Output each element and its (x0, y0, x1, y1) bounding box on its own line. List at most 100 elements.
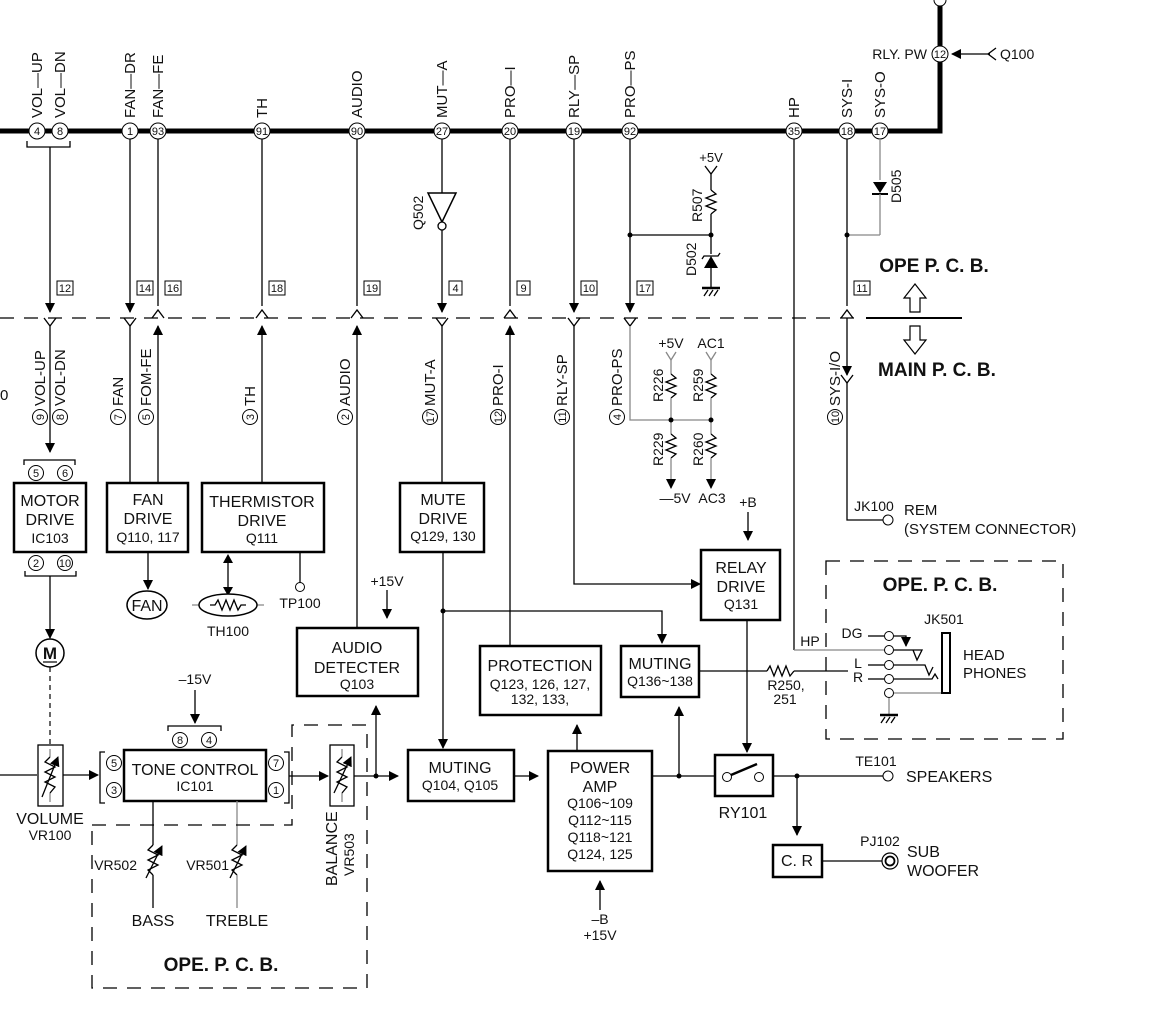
bus-signal-label: FAN—DR (122, 52, 139, 118)
vr503-label: VR503 (341, 833, 357, 876)
block-title: POWER (570, 760, 630, 777)
svg-text:4: 4 (612, 414, 624, 420)
muting-hp-block: MUTING Q136~138 R250, 251 (619, 644, 848, 775)
connector-number-box (268, 280, 286, 296)
bus-signal-label: SYS-O (872, 71, 889, 118)
r259-label: R259 (690, 368, 706, 402)
dg-label: DG (842, 625, 863, 641)
svg-text:VOL-UP: VOL-UP (32, 350, 49, 406)
connector-number: 12 (59, 283, 71, 295)
svg-text:RLY-SP: RLY-SP (554, 354, 571, 406)
block-ref: 132, 133, (511, 691, 569, 707)
svg-text:9: 9 (35, 414, 47, 420)
power-amp-block (546, 749, 654, 873)
svg-text:2: 2 (33, 558, 39, 570)
bus-pin (51, 122, 69, 140)
connector-number-box (448, 280, 463, 296)
bus-signal-label: PRO—PS (622, 50, 639, 118)
svg-text:12: 12 (493, 411, 505, 423)
te101-label: TE101 (855, 753, 896, 769)
upper-wires (26, 139, 881, 650)
ope-pcb-label: OPE. P. C. B. (164, 955, 279, 976)
volume-label: VOLUME (16, 811, 84, 828)
connector-number: 9 (520, 283, 526, 295)
motor-drive-block: 5 6 MOTOR DRIVE IC103 2 10 M (12, 459, 88, 745)
signal-bus (0, 0, 943, 134)
r507-d502-circuit: +5V R507 D502 (627, 150, 723, 297)
tone-control-block (122, 748, 268, 803)
connector-symbols (43, 308, 854, 385)
relay-power-input: 12 RLY. PW Q100 (872, 45, 1034, 63)
connector-number-box (853, 280, 871, 296)
block-ref: Q104, Q105 (422, 777, 498, 793)
svg-text:8: 8 (55, 414, 67, 420)
jk501-label: JK501 (924, 611, 964, 627)
bus-pin-number: 8 (57, 126, 63, 138)
bass-label: BASS (132, 913, 175, 930)
bus-signal-label: FAN—FE (150, 55, 167, 118)
rem-connector: JK100 REM (SYSTEM CONNECTOR) (854, 498, 1076, 538)
block-ref: Q136~138 (627, 673, 693, 689)
ope-pcb-label: OPE P. C. B. (879, 256, 988, 277)
svg-text:7: 7 (273, 758, 279, 770)
block-ref: Q123, 126, 127, (490, 676, 590, 692)
q100-label: Q100 (1000, 46, 1034, 62)
ry101-label: RY101 (719, 805, 768, 822)
bus-pin-number: 4 (34, 126, 40, 138)
connector-number-box (516, 280, 531, 296)
block-title: THERMISTOR (209, 494, 314, 511)
svg-text:6: 6 (62, 468, 68, 480)
r226-label: R226 (650, 368, 666, 402)
block-title: PROTECTION (488, 658, 593, 675)
block-ref: Q129, 130 (410, 528, 476, 544)
balance-label: BALANCE (324, 811, 341, 886)
subwoofer-jack (884, 855, 896, 867)
plus15v-label: +15V (370, 573, 404, 589)
block-title: MUTING (428, 760, 491, 777)
r507-label: R507 (689, 188, 705, 222)
connector-number: 4 (452, 283, 458, 295)
jk100-label: JK100 (854, 498, 894, 514)
svg-text:5: 5 (141, 414, 153, 420)
svg-text:FAN: FAN (110, 377, 127, 406)
ac3-label: AC3 (698, 490, 725, 506)
block-title: DRIVE (124, 511, 173, 528)
plus5v-label: +5V (658, 335, 684, 351)
svg-text:3: 3 (245, 414, 257, 420)
q502-label: Q502 (410, 196, 426, 230)
connector-number-box (363, 280, 381, 296)
pcb-direction: OPE P. C. B. MAIN P. C. B. (878, 256, 996, 381)
block-title: DRIVE (26, 512, 75, 529)
bus-signal-label: AUDIO (349, 70, 366, 118)
ope-pcb-headphones-area: OPE. P. C. B. HP DG L R JK501 HEAD PHONE… (794, 560, 1064, 740)
bus-pin-number: 18 (841, 126, 853, 138)
block-ref: Q110, 117 (116, 529, 180, 545)
bus-pin-number: 91 (256, 126, 268, 138)
fan-drive-block: FAN DRIVE Q110, 117 FAN (105, 481, 190, 620)
svg-text:SYS-I/O: SYS-I/O (827, 351, 844, 406)
d505-circuit: D505 (844, 169, 904, 238)
pro-ps-resistor-network: +5V AC1 R226 R259 R229 R260 —5V AC3 (650, 335, 726, 506)
bus-signal-label: MUT—A (434, 61, 451, 119)
connector-number-box (580, 280, 598, 296)
svg-text:AUDIO: AUDIO (337, 358, 354, 406)
block-ref: IC101 (176, 778, 214, 794)
svg-text:4: 4 (206, 735, 212, 747)
svg-text:5: 5 (33, 468, 39, 480)
th100-label: TH100 (207, 623, 249, 639)
block-title: MOTOR (20, 493, 79, 510)
lower-wires (45, 318, 894, 645)
cr-label: C. R (781, 853, 813, 870)
connector-number-box (164, 280, 182, 296)
connector-number: 18 (271, 283, 283, 295)
connector-number: 19 (366, 283, 378, 295)
plus-b-label: +B (739, 494, 757, 510)
d505-label: D505 (888, 169, 904, 203)
